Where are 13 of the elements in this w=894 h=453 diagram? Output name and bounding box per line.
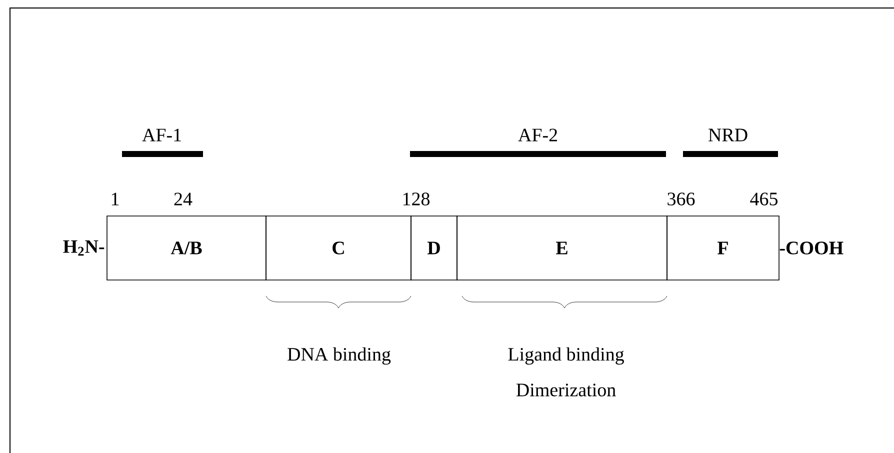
domain-box: C (266, 216, 412, 280)
residue-number: 366 (668, 192, 695, 206)
function-label: Ligand binding (508, 347, 624, 365)
domain-box: E (456, 216, 668, 280)
function-label: DNA binding (288, 347, 391, 365)
residue-number: 128 (403, 192, 430, 206)
domain-box: F (666, 216, 780, 280)
domain-box: A/B (106, 216, 266, 280)
domain-label: AF-2 (518, 128, 557, 142)
domain-label: NRD (708, 128, 748, 142)
function-label: Dimerization (516, 384, 616, 396)
domain-box: D (410, 216, 458, 280)
domain-label: AF-1 (142, 128, 181, 142)
